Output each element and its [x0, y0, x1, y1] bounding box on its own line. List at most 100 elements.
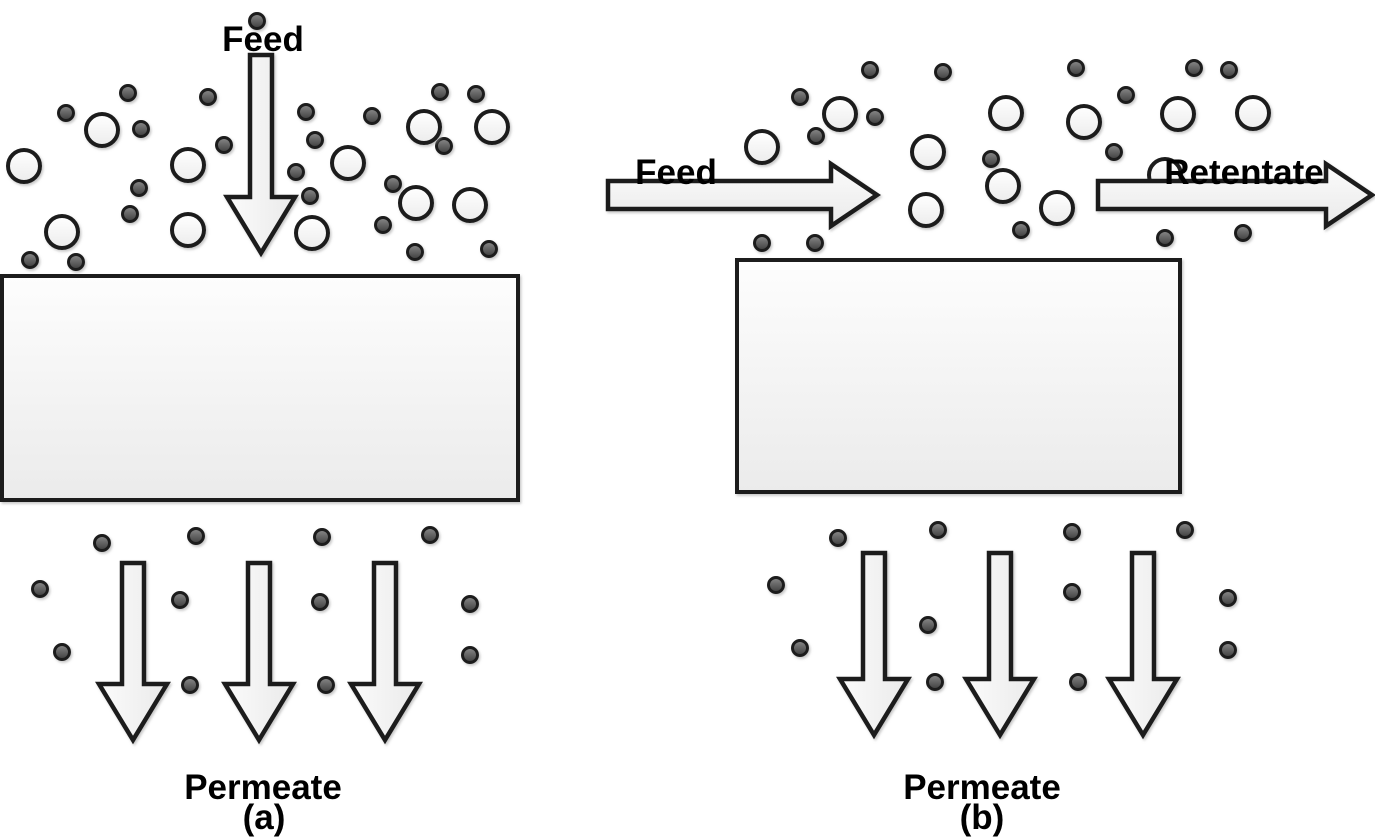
retentate-arrow-panel-b: [1095, 159, 1375, 231]
small-particle-panel-a: [215, 136, 233, 154]
permeate-label-panel-a: Permeate: [184, 768, 342, 807]
permeate-particle-panel-a: [181, 676, 199, 694]
small-particle-panel-a: [248, 12, 266, 30]
large-particle-panel-b: [910, 134, 946, 170]
large-particle-panel-a: [44, 214, 80, 250]
small-particle-panel-a: [467, 85, 485, 103]
permeate-particle-panel-a: [93, 534, 111, 552]
permeate-particle-panel-b: [1063, 523, 1081, 541]
permeate-particle-panel-b: [926, 673, 944, 691]
small-particle-panel-b: [982, 150, 1000, 168]
large-particle-panel-a: [398, 185, 434, 221]
feed-label-panel-b: Feed: [635, 153, 717, 192]
large-particle-panel-a: [474, 109, 510, 145]
large-particle-panel-a: [294, 215, 330, 251]
small-particle-panel-b: [1117, 86, 1135, 104]
small-particle-panel-b: [934, 63, 952, 81]
small-particle-panel-b: [806, 234, 824, 252]
small-particle-panel-a: [21, 251, 39, 269]
large-particle-panel-b: [744, 129, 780, 165]
large-particle-panel-a: [6, 148, 42, 184]
small-particle-panel-b: [1156, 229, 1174, 247]
membrane-rect-a: [0, 274, 520, 502]
panel-caption-a: (a): [242, 798, 286, 837]
permeate-arrow-panel-b: [962, 550, 1038, 740]
large-particle-panel-b: [908, 192, 944, 228]
permeate-particle-panel-b: [919, 616, 937, 634]
large-particle-panel-a: [84, 112, 120, 148]
permeate-particle-panel-a: [311, 593, 329, 611]
small-particle-panel-b: [866, 108, 884, 126]
permeate-particle-panel-b: [1176, 521, 1194, 539]
permeate-particle-panel-a: [53, 643, 71, 661]
permeate-particle-panel-a: [187, 527, 205, 545]
permeate-particle-panel-b: [929, 521, 947, 539]
small-particle-panel-a: [431, 83, 449, 101]
small-particle-panel-a: [297, 103, 315, 121]
permeate-particle-panel-b: [1063, 583, 1081, 601]
small-particle-panel-b: [1067, 59, 1085, 77]
permeate-particle-panel-b: [791, 639, 809, 657]
permeate-particle-panel-b: [767, 576, 785, 594]
small-particle-panel-a: [301, 187, 319, 205]
permeate-arrow-panel-a: [95, 560, 171, 745]
permeate-particle-panel-a: [421, 526, 439, 544]
membrane-block-panel-b: [735, 258, 1182, 494]
membrane-rect-b: [735, 258, 1182, 494]
feed-arrow-panel-a: [223, 52, 299, 258]
small-particle-panel-a: [374, 216, 392, 234]
feed-label-panel-a: Feed: [222, 20, 304, 59]
permeate-particle-panel-a: [461, 646, 479, 664]
small-particle-panel-a: [132, 120, 150, 138]
permeate-arrow-panel-a: [347, 560, 423, 745]
membrane-block-panel-a: [0, 274, 520, 502]
permeate-arrow-panel-b: [836, 550, 912, 740]
large-particle-panel-b: [1066, 104, 1102, 140]
permeate-particle-panel-a: [317, 676, 335, 694]
large-particle-panel-b: [1160, 96, 1196, 132]
small-particle-panel-b: [1012, 221, 1030, 239]
permeate-particle-panel-a: [31, 580, 49, 598]
large-particle-panel-b: [822, 96, 858, 132]
retentate-label-panel-b: Retentate: [1164, 153, 1324, 192]
small-particle-panel-a: [121, 205, 139, 223]
small-particle-panel-b: [1220, 61, 1238, 79]
small-particle-panel-b: [1234, 224, 1252, 242]
small-particle-panel-b: [753, 234, 771, 252]
small-particle-panel-a: [480, 240, 498, 258]
small-particle-panel-a: [435, 137, 453, 155]
small-particle-panel-a: [67, 253, 85, 271]
small-particle-panel-a: [384, 175, 402, 193]
permeate-particle-panel-a: [313, 528, 331, 546]
small-particle-panel-a: [199, 88, 217, 106]
panel-caption-b: (b): [959, 798, 1005, 837]
permeate-particle-panel-b: [1069, 673, 1087, 691]
large-particle-panel-b: [1039, 190, 1075, 226]
permeate-particle-panel-b: [1219, 641, 1237, 659]
large-particle-panel-a: [452, 187, 488, 223]
large-particle-panel-b: [1235, 95, 1271, 131]
small-particle-panel-a: [130, 179, 148, 197]
large-particle-panel-a: [170, 212, 206, 248]
small-particle-panel-a: [406, 243, 424, 261]
permeate-particle-panel-a: [171, 591, 189, 609]
large-particle-panel-a: [170, 147, 206, 183]
small-particle-panel-b: [1105, 143, 1123, 161]
small-particle-panel-a: [363, 107, 381, 125]
large-particle-panel-b: [988, 95, 1024, 131]
small-particle-panel-a: [306, 131, 324, 149]
permeate-arrow-panel-a: [221, 560, 297, 745]
small-particle-panel-b: [1185, 59, 1203, 77]
small-particle-panel-b: [861, 61, 879, 79]
small-particle-panel-a: [287, 163, 305, 181]
small-particle-panel-a: [57, 104, 75, 122]
large-particle-panel-a: [406, 109, 442, 145]
large-particle-panel-b: [985, 168, 1021, 204]
small-particle-panel-b: [807, 127, 825, 145]
large-particle-panel-a: [330, 145, 366, 181]
small-particle-panel-a: [119, 84, 137, 102]
permeate-label-panel-b: Permeate: [903, 768, 1061, 807]
permeate-particle-panel-b: [1219, 589, 1237, 607]
